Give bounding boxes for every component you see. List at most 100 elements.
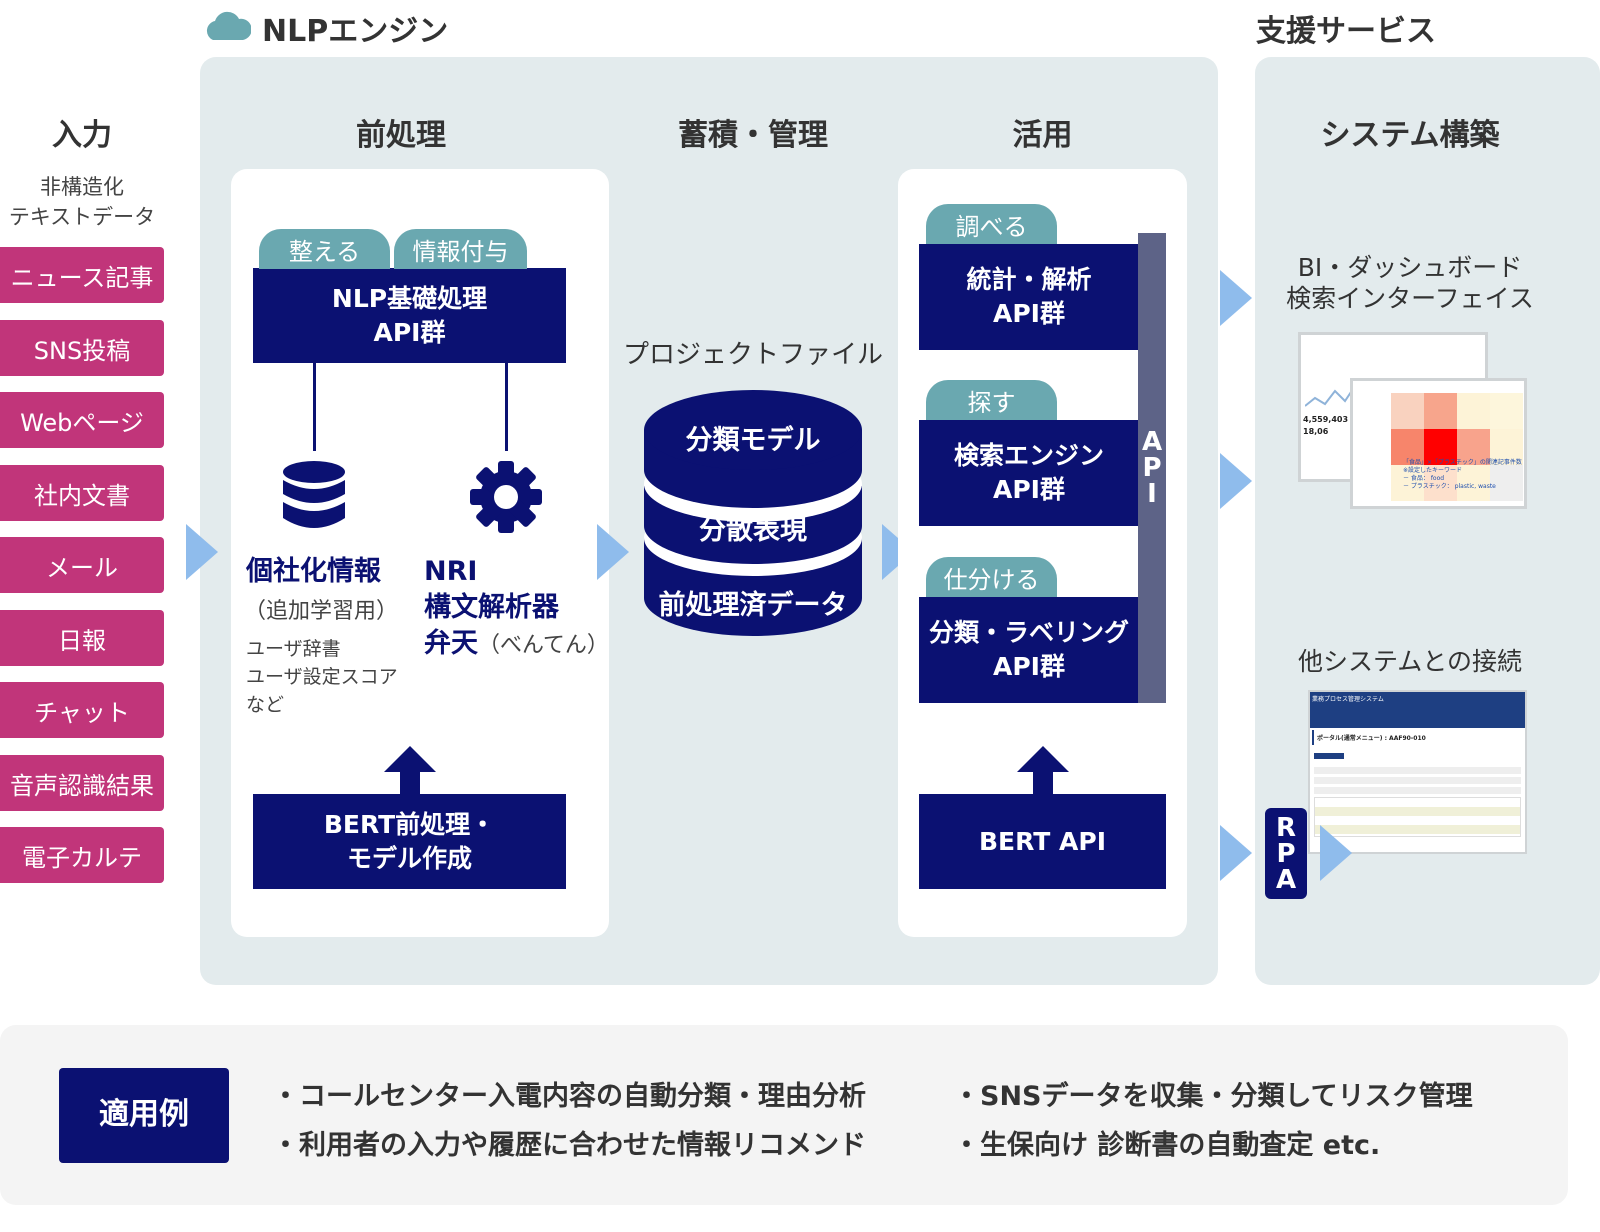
- system-page-title: ポータル(通常メニュー) : AAF90-010: [1312, 730, 1523, 745]
- api-letter: I: [1147, 479, 1157, 509]
- example-item: ・生保向け 診断書の自動査定 etc.: [953, 1130, 1381, 1161]
- tag-search: 探す: [926, 380, 1057, 420]
- box-line: BERT前処理・: [323, 809, 496, 839]
- rpa-letter: R: [1275, 812, 1297, 843]
- system-header: 業務プロセス管理システム: [1310, 692, 1525, 728]
- cloud-icon: [206, 11, 251, 40]
- bi-line: BI・ダッシュボード: [1297, 253, 1523, 282]
- input-item-web: Webページ: [0, 392, 164, 448]
- caption-line: － 食品： food: [1403, 475, 1445, 482]
- support-title: 支援サービス: [1256, 14, 1436, 49]
- box-line: 分類・ラベリング: [928, 618, 1129, 648]
- nri-parser: NRI 構文解析器 弁天（べんてん）: [424, 554, 609, 664]
- preprocess-title: 前処理: [356, 118, 446, 153]
- box-line: 統計・解析: [966, 265, 1092, 295]
- bi-label: BI・ダッシュボード検索インターフェイス: [1255, 252, 1565, 314]
- system-build-title: システム構築: [1320, 118, 1500, 153]
- rpa-letter: P: [1276, 838, 1296, 869]
- api-letter: A: [1141, 427, 1163, 457]
- box-line: BERT API: [979, 826, 1106, 856]
- flow-arrow-icon: [1220, 270, 1252, 326]
- tag-annotate: 情報付与: [394, 229, 527, 269]
- input-subtitle: 非構造化 テキストデータ: [0, 172, 164, 232]
- box-line: API群: [373, 317, 446, 347]
- project-file-label: プロジェクトファイル: [622, 340, 883, 370]
- up-arrow-icon: [1017, 746, 1069, 796]
- connector-line: [505, 363, 508, 451]
- stat-number: 4,559,403: [1303, 415, 1349, 424]
- box-line: 検索エンジン: [953, 441, 1104, 471]
- examples-panel: [0, 1025, 1568, 1205]
- nlp-basic-api-box: NLP基礎処理 API群: [253, 268, 566, 363]
- flow-arrow-icon: [1320, 825, 1352, 881]
- parser-reading: （べんてん）: [478, 633, 609, 658]
- parser-line: 構文解析器: [424, 592, 559, 623]
- heatmap-screenshot: 「食品」×「プラスチック」の関連記事件数 ※設定したキーワード － 食品： fo…: [1350, 378, 1527, 509]
- input-item-sns: SNS投稿: [0, 320, 164, 376]
- up-arrow-icon: [384, 746, 436, 796]
- parser-line: NRI: [424, 556, 478, 587]
- business-system-screenshot: 業務プロセス管理システム ポータル(通常メニュー) : AAF90-010: [1308, 690, 1527, 854]
- examples-label: 適用例: [59, 1068, 229, 1163]
- system-button: [1314, 753, 1344, 759]
- example-item: ・SNSデータを収集・分類してリスク管理: [953, 1081, 1473, 1112]
- api-letter: P: [1142, 453, 1162, 483]
- input-item-news: ニュース記事: [0, 247, 164, 303]
- parser-name: 弁天: [424, 628, 478, 659]
- caption-line: ※設定したキーワード: [1403, 467, 1463, 474]
- tag-sort: 仕分ける: [926, 557, 1057, 597]
- caption-line: － プラスチック： plastic, waste: [1403, 483, 1496, 490]
- box-line: API群: [993, 299, 1065, 328]
- layer-preprocessed-data: 前処理済データ: [658, 590, 848, 621]
- connector-line: [313, 363, 316, 451]
- custom-info-title: 個社化情報: [246, 556, 381, 587]
- input-item-speech: 音声認識結果: [0, 755, 164, 811]
- stat-number: 18,06: [1303, 427, 1329, 436]
- note-line: ユーザ設定スコア: [246, 666, 398, 688]
- box-line: API群: [993, 475, 1065, 504]
- layer-distributed-representation: 分散表現: [699, 515, 807, 546]
- gear-icon: [470, 461, 542, 533]
- storage-title: 蓄積・管理: [678, 118, 828, 153]
- tag-organize: 整える: [259, 229, 390, 269]
- usage-title: 活用: [1012, 118, 1073, 153]
- project-file-cylinder-icon: [644, 390, 862, 636]
- input-item-mail: メール: [0, 537, 164, 593]
- engine-title: NLPエンジン: [262, 14, 449, 49]
- layer-classification-model: 分類モデル: [685, 425, 821, 456]
- flow-arrow-icon: [1220, 825, 1252, 881]
- stats-api-box: 統計・解析 API群: [919, 244, 1139, 350]
- box-line: NLP基礎処理: [331, 283, 488, 313]
- other-system-label: 他システムとの接続: [1297, 647, 1522, 676]
- flow-arrow-icon: [1220, 453, 1252, 509]
- input-item-emr: 電子カルテ: [0, 827, 164, 883]
- input-item-chat: チャット: [0, 682, 164, 738]
- heatmap-caption: 「食品」×「プラスチック」の関連記事件数 ※設定したキーワード － 食品： fo…: [1403, 459, 1522, 491]
- input-subtitle-line: 非構造化: [40, 175, 124, 199]
- custom-info-sub: （追加学習用）: [244, 599, 399, 624]
- input-item-internal-docs: 社内文書: [0, 465, 164, 521]
- input-subtitle-line: テキストデータ: [8, 205, 156, 229]
- box-line: API群: [993, 652, 1065, 681]
- note-line: など: [246, 694, 285, 716]
- custom-info-notes: ユーザ辞書 ユーザ設定スコア など: [246, 635, 398, 719]
- database-icon: [283, 461, 345, 528]
- example-item: ・コールセンター入電内容の自動分類・理由分析: [272, 1081, 866, 1112]
- note-line: ユーザ辞書: [246, 638, 341, 660]
- example-item: ・利用者の入力や履歴に合わせた情報リコメンド: [272, 1130, 866, 1161]
- search-api-box: 検索エンジン API群: [919, 420, 1139, 526]
- heatmap-grid: [1391, 393, 1524, 501]
- bi-line: 検索インターフェイス: [1286, 284, 1534, 313]
- caption-line: 「食品」×「プラスチック」の関連記事件数: [1403, 459, 1522, 466]
- box-line: モデル作成: [346, 843, 472, 873]
- classify-api-box: 分類・ラベリング API群: [919, 597, 1139, 703]
- input-item-daily-report: 日報: [0, 610, 164, 666]
- rpa-letter: A: [1275, 864, 1297, 895]
- bert-api-box: BERT API: [919, 794, 1166, 889]
- input-title: 入力: [52, 118, 112, 153]
- tag-investigate: 調べる: [926, 204, 1057, 244]
- flow-arrow-icon: [597, 524, 629, 580]
- bert-preprocess-box: BERT前処理・ モデル作成: [253, 794, 566, 889]
